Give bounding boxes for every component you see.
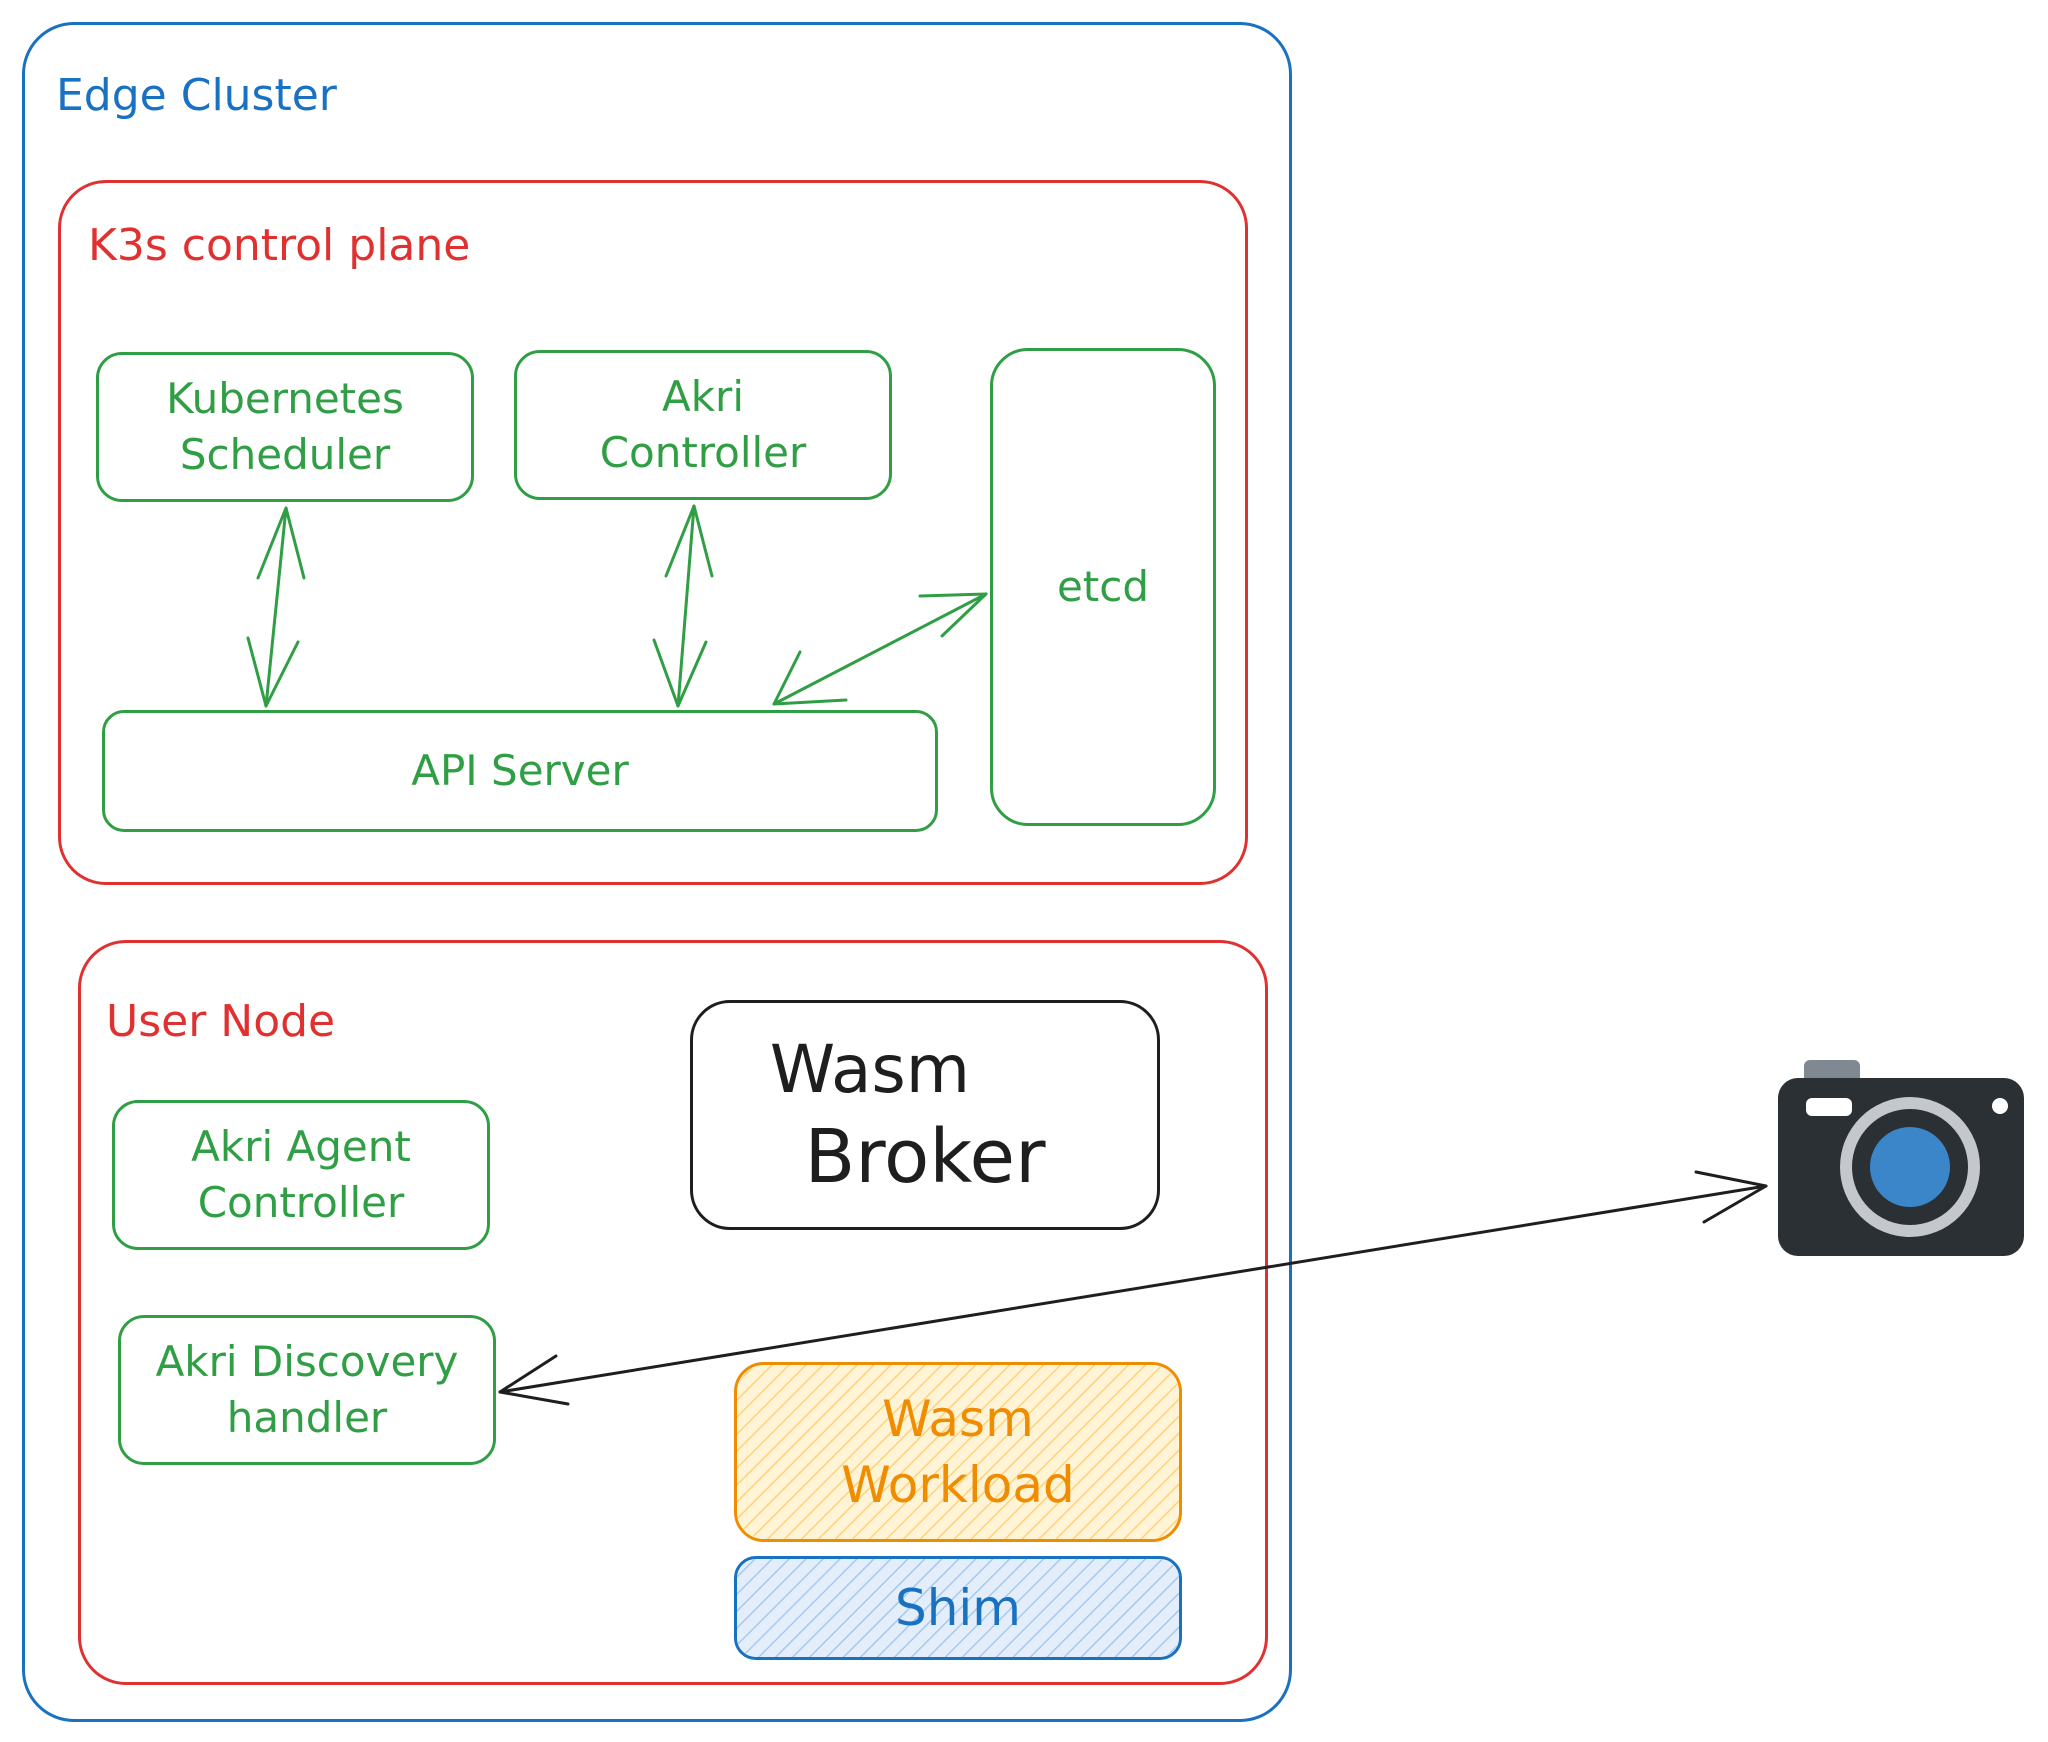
akri-controller-box: Akri Controller	[514, 350, 892, 500]
akri-agent-controller-box: Akri Agent Controller	[112, 1100, 490, 1250]
wasm-broker-box: Wasm Broker	[690, 1000, 1160, 1230]
camera-icon	[1778, 1060, 2024, 1256]
kubernetes-scheduler-label-1: Kubernetes	[166, 374, 404, 423]
edge-cluster-container	[22, 22, 1292, 1722]
shim-hatch-fill	[737, 1559, 1179, 1657]
workload-hatch-fill	[737, 1365, 1179, 1539]
wasm-broker-label-1: Wasm	[769, 1031, 971, 1108]
api-server-box: API Server	[102, 710, 938, 832]
camera-discovery-arrow	[498, 1170, 1768, 1406]
user-node-title: User Node	[106, 996, 336, 1047]
akri-agent-label-2: Controller	[197, 1178, 405, 1227]
shim-box: Shim	[734, 1556, 1182, 1660]
akri-discovery-label-2: handler	[226, 1393, 388, 1442]
user-node-container	[78, 940, 1268, 1685]
edge-cluster-title: Edge Cluster	[56, 70, 337, 121]
akri-controller-label-1: Akri	[662, 372, 744, 421]
akri-controller-label-2: Controller	[599, 428, 807, 477]
akri-discovery-label-1: Akri Discovery	[155, 1337, 459, 1386]
controller-api-arrow	[652, 504, 714, 708]
kubernetes-scheduler-box: Kubernetes Scheduler	[96, 352, 474, 502]
etcd-box: etcd	[990, 348, 1216, 826]
akri-discovery-handler-box: Akri Discovery handler	[118, 1315, 496, 1465]
api-server-label: API Server	[411, 746, 629, 795]
wasm-workload-label-1: Wasm	[882, 1390, 1034, 1448]
wasm-broker-label-2: Broker	[804, 1114, 1046, 1200]
kubernetes-scheduler-label-2: Scheduler	[179, 430, 391, 479]
etcd-api-arrow	[772, 592, 988, 706]
control-plane-title: K3s control plane	[88, 220, 471, 271]
wasm-workload-label-2: Workload	[841, 1456, 1075, 1514]
control-plane-container	[58, 180, 1248, 885]
akri-agent-label-1: Akri Agent	[191, 1122, 411, 1171]
shim-label: Shim	[894, 1579, 1022, 1637]
scheduler-api-arrow	[246, 506, 306, 708]
etcd-label: etcd	[1056, 562, 1150, 611]
wasm-workload-box: Wasm Workload	[734, 1362, 1182, 1542]
